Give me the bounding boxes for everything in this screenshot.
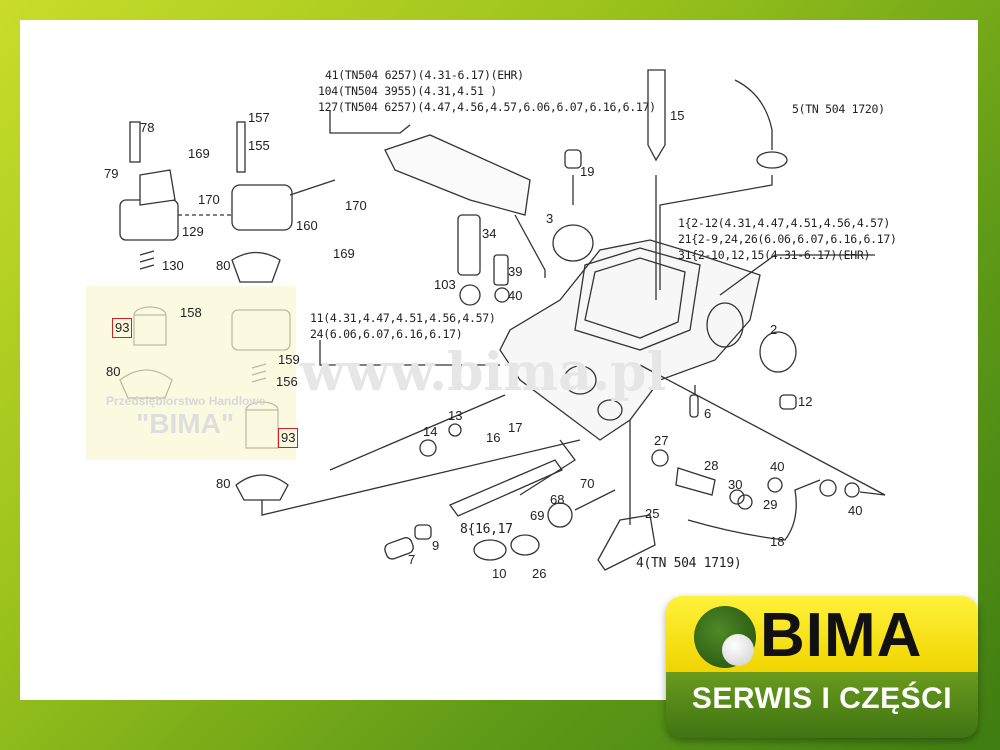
note-5: 5(TN 504 1720) — [792, 102, 885, 116]
callout-129: 129 — [182, 224, 204, 239]
callout-70: 70 — [580, 476, 595, 491]
note-41: 41(TN504 6257)(4.31-6.17)(EHR) — [325, 68, 524, 82]
callout-170b: 170 — [345, 198, 367, 213]
callout-17: 17 — [508, 420, 523, 435]
callout-156: 156 — [276, 374, 298, 389]
bima-logo: BIMA SERWIS I CZĘŚCI — [666, 596, 978, 738]
callout-158: 158 — [180, 305, 202, 320]
note-8: 8{16,17 — [460, 522, 513, 537]
note-24: 24(6.06,6.07,6.16,6.17) — [310, 327, 463, 341]
callout-19: 19 — [580, 164, 595, 179]
callout-79: 79 — [104, 166, 119, 181]
callout-40b: 40 — [770, 459, 785, 474]
watermark-box — [86, 286, 296, 460]
note-1: 1{2-12(4.31,4.47,4.51,4.56,4.57) — [678, 216, 890, 230]
callout-18: 18 — [770, 534, 785, 549]
callout-80: 80 — [216, 258, 231, 273]
gearbox-housing — [499, 239, 761, 441]
callout-170: 170 — [198, 192, 220, 207]
watermark-company-name: "BIMA" — [136, 408, 235, 439]
callout-15: 15 — [670, 108, 685, 123]
watermark-url: www.bima.pl — [300, 342, 667, 403]
logo-name: BIMA — [760, 601, 923, 670]
callout-159: 159 — [278, 352, 300, 367]
callout-93b-highlighted: 93 — [278, 428, 299, 448]
note-31: 31{2-10,12,15(4.31-6.17)(EHR) — [678, 248, 871, 262]
callout-7: 7 — [408, 552, 416, 567]
callout-6: 6 — [704, 406, 712, 421]
callout-30: 30 — [728, 477, 743, 492]
callout-157: 157 — [248, 110, 270, 125]
callout-160: 160 — [296, 218, 318, 233]
callout-29: 29 — [763, 497, 778, 512]
callout-14: 14 — [423, 424, 438, 439]
callout-12: 12 — [798, 394, 813, 409]
callout-34: 34 — [482, 226, 497, 241]
callout-27: 27 — [654, 433, 669, 448]
callout-169b: 169 — [333, 246, 355, 261]
valve-block — [384, 134, 531, 216]
callout-26: 26 — [532, 566, 547, 581]
callout-2: 2 — [770, 322, 778, 337]
note-21: 21{2-9,24,26(6.06,6.07,6.16,6.17) — [678, 232, 897, 246]
callout-103: 103 — [434, 277, 456, 292]
note-127: 127(TN504 6257)(4.47,4.56,4.57,6.06,6.07… — [318, 100, 656, 114]
callout-39: 39 — [508, 264, 523, 279]
callout-80c: 80 — [216, 476, 231, 491]
callout-10: 10 — [492, 566, 507, 581]
callout-68: 68 — [550, 492, 565, 507]
callout-9: 9 — [432, 538, 440, 553]
watermark-company-line: Przedsiębiorstwo Handlowe — [106, 394, 266, 408]
callout-130: 130 — [162, 258, 184, 273]
callout-3: 3 — [546, 211, 554, 226]
logo-tagline: SERWIS I CZĘŚCI — [691, 682, 953, 715]
callout-155: 155 — [248, 138, 270, 153]
logo-bottom-band — [666, 672, 978, 738]
note-104: 104(TN504 3955)(4.31,4.51 ) — [318, 84, 497, 98]
callout-28: 28 — [704, 458, 719, 473]
note-4: 4(TN 504 1719) — [636, 556, 742, 571]
callout-78: 78 — [140, 120, 155, 135]
callout-69: 69 — [530, 508, 545, 523]
callout-16: 16 — [486, 430, 501, 445]
logo-ball-highlight-icon — [722, 634, 754, 666]
callout-93-highlighted: 93 — [112, 318, 133, 338]
note-11: 11(4.31,4.47,4.51,4.56,4.57) — [310, 311, 496, 325]
callout-25: 25 — [645, 506, 660, 521]
dipstick — [647, 69, 666, 162]
callout-13: 13 — [448, 408, 463, 423]
callout-169: 169 — [188, 146, 210, 161]
callout-80b: 80 — [106, 364, 121, 379]
callout-40c: 40 — [848, 503, 863, 518]
callout-40: 40 — [508, 288, 523, 303]
